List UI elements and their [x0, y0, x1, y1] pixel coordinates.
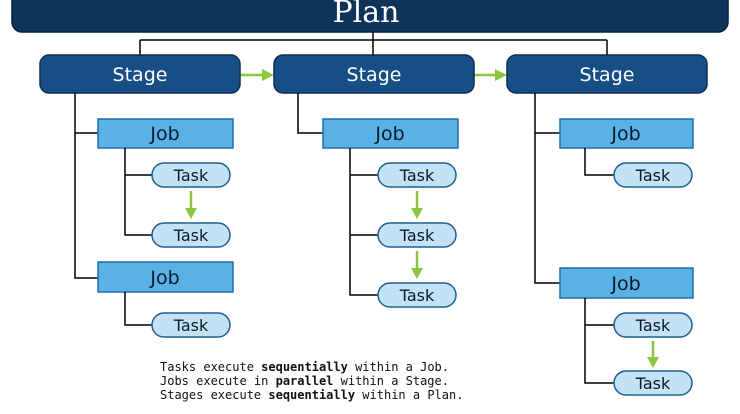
- task-label: Task: [635, 316, 671, 335]
- legend-text: within a Plan.: [355, 388, 464, 402]
- stage-label: Stage: [347, 64, 402, 86]
- task-node: Task: [377, 282, 457, 308]
- legend-emphasis: sequentially: [261, 360, 348, 374]
- job-label: Job: [149, 123, 179, 145]
- job-label: Job: [374, 123, 404, 145]
- task-label: Task: [635, 166, 671, 185]
- task-label: Task: [173, 316, 209, 335]
- task-label: Task: [635, 374, 671, 393]
- task-node: Task: [151, 162, 231, 188]
- task-node: Task: [151, 222, 231, 248]
- plan-node: Plan: [11, 0, 729, 33]
- stage-1: Stage Job Task Task Job: [39, 54, 241, 338]
- plan-connectors: [139, 32, 608, 55]
- legend-emphasis: sequentially: [268, 388, 356, 402]
- plan-label: Plan: [333, 0, 400, 30]
- job-node: Job: [559, 267, 694, 299]
- stage-flow-arrow: [474, 69, 507, 81]
- task-node: Task: [613, 312, 693, 338]
- job-node: Job: [322, 118, 459, 149]
- legend-line: Jobs execute in parallel within a Stage.: [160, 374, 463, 388]
- legend-line: Stages execute sequentially within a Pla…: [160, 388, 463, 402]
- legend-text: Stages execute: [160, 388, 269, 402]
- task-flow-arrow: [647, 341, 659, 368]
- task-node: Task: [151, 312, 231, 338]
- stage-3: Stage Job Task Job Task Task: [506, 54, 708, 396]
- job-label: Job: [610, 273, 640, 295]
- legend-text: Tasks execute: [160, 360, 262, 374]
- task-label: Task: [399, 286, 435, 305]
- task-node: Task: [377, 222, 457, 248]
- task-label: Task: [399, 166, 435, 185]
- legend-text: Jobs execute in: [160, 374, 276, 388]
- job-label: Job: [610, 123, 640, 145]
- stage-flow-arrow: [240, 69, 274, 81]
- legend-line: Tasks execute sequentially within a Job.: [160, 360, 463, 374]
- legend-text: within a Job.: [347, 360, 450, 374]
- job-node: Job: [97, 118, 234, 149]
- legend-text: within a Stage.: [333, 374, 449, 388]
- task-label: Task: [399, 226, 435, 245]
- job-label: Job: [149, 267, 179, 289]
- job-node: Job: [97, 261, 234, 293]
- task-node: Task: [377, 162, 457, 188]
- legend-emphasis: parallel: [275, 374, 334, 388]
- task-flow-arrow: [411, 191, 423, 219]
- task-flow-arrow: [411, 251, 423, 279]
- task-node: Task: [613, 370, 693, 396]
- task-node: Task: [613, 162, 693, 188]
- legend: Tasks execute sequentially within a Job.…: [160, 360, 463, 402]
- task-label: Task: [173, 226, 209, 245]
- task-flow-arrow: [185, 191, 197, 219]
- task-label: Task: [173, 166, 209, 185]
- job-node: Job: [559, 118, 694, 149]
- stage-label: Stage: [113, 64, 168, 86]
- stage-label: Stage: [580, 64, 635, 86]
- stage-2: Stage Job Task Task Task: [273, 54, 475, 308]
